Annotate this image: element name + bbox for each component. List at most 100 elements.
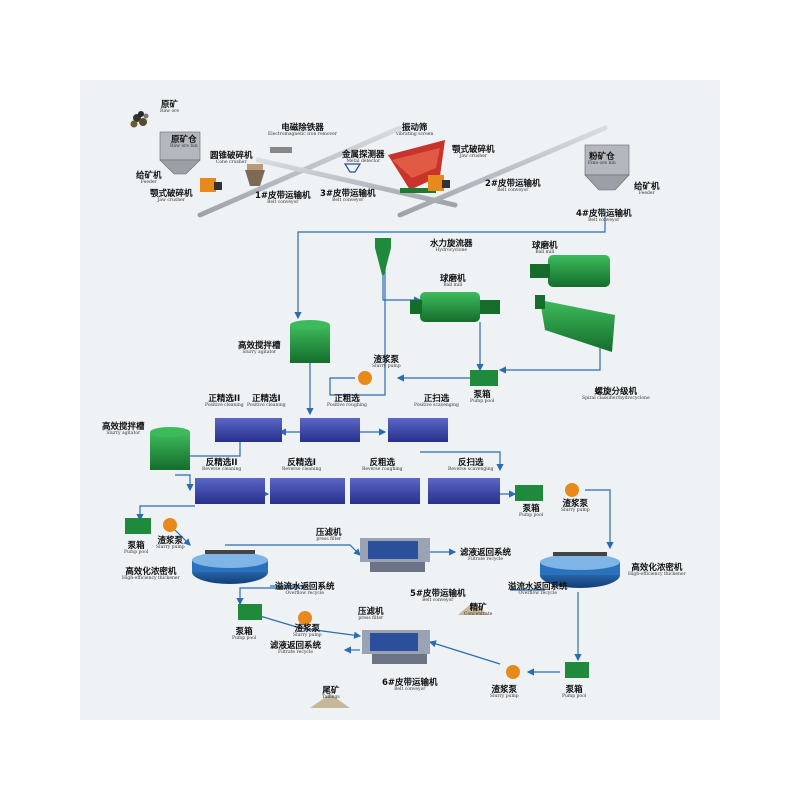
flow-line: [236, 587, 300, 606]
flotation-cell-clean-1: [250, 418, 282, 442]
raw-ore-bin: [159, 131, 201, 175]
slurry-pump-1: [358, 371, 372, 385]
thickener-2: [540, 552, 620, 588]
flotation-cells: [195, 418, 500, 504]
cone-crusher: [245, 164, 265, 186]
metal-detector: [343, 163, 362, 173]
flow-line: [329, 246, 389, 396]
raw-ore-pile: [130, 111, 149, 128]
flotation-cell-rev-rough: [350, 478, 420, 504]
slurry-agitator-2: [150, 427, 190, 470]
press-filter-1: [360, 538, 430, 572]
flow-line: [136, 505, 195, 522]
slurry-agitator-1: [290, 320, 330, 363]
slurry-pump-3: [163, 518, 177, 532]
flow-line: [259, 615, 362, 639]
pump-pool-3: [125, 518, 151, 534]
flow-line: [175, 474, 194, 492]
flow-line: [173, 440, 241, 460]
slurry-pump-5: [506, 665, 520, 679]
concentrate-pile: [458, 602, 488, 615]
spiral-classifier: [535, 295, 615, 352]
pump-pool-5: [565, 662, 589, 678]
thickener-1: [192, 550, 268, 584]
flow-line: [420, 451, 504, 472]
belt-3: [255, 157, 458, 208]
belt-2: [397, 125, 608, 218]
hydrocyclone: [375, 238, 391, 275]
belt-conveyors: [197, 125, 665, 675]
pump-pool-2: [515, 485, 543, 501]
flotation-cell-rough: [300, 418, 360, 442]
flotation-cell-rev-clean-1: [270, 478, 345, 504]
flow-line: [174, 529, 191, 546]
flotation-cell-rev-scav: [428, 478, 500, 504]
fine-ore-bin: [584, 144, 630, 191]
pump-pools: [125, 370, 589, 678]
press-filter-2: [362, 630, 430, 664]
flow-line: [225, 544, 361, 556]
ball-mill-2: [530, 255, 610, 287]
flowsheet-drawing: [125, 111, 665, 708]
flow-line: [585, 489, 614, 550]
slurry-pump-4: [298, 611, 312, 625]
flotation-cell-clean-2: [215, 418, 255, 442]
slurry-pumps: [163, 371, 579, 679]
jaw-crusher-1: [200, 178, 222, 192]
pump-pool-1: [470, 370, 498, 386]
flotation-cell-scav: [388, 418, 448, 442]
flow-line: [294, 212, 606, 320]
slurry-pump-2: [565, 483, 579, 497]
ball-mill-1: [410, 292, 500, 322]
flotation-cell-rev-clean-2: [195, 478, 265, 504]
pump-pool-4: [238, 604, 262, 620]
jaw-crusher-2: [428, 175, 450, 191]
